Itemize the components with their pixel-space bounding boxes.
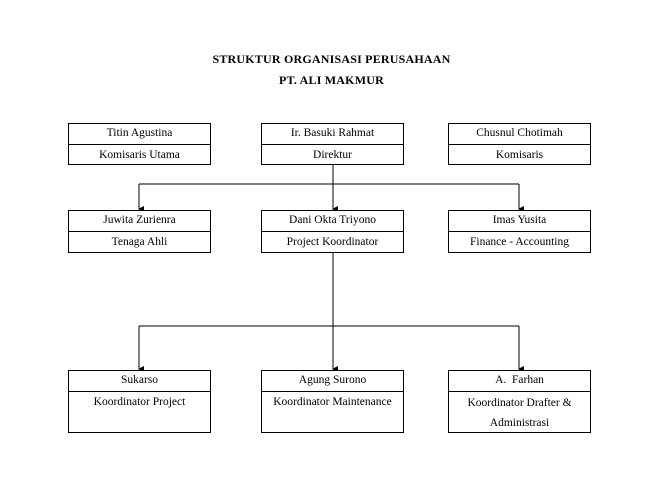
box-role: Koordinator Maintenance — [273, 396, 392, 408]
box-role: Finance - Accounting — [469, 236, 569, 248]
box-koordinator-drafter: A. Farhan Koordinator Drafter & Administ… — [448, 370, 591, 433]
box-role: Komisaris — [495, 149, 544, 161]
box-role: Koordinator Project — [93, 396, 186, 408]
box-tenaga-ahli: Juwita Zurienra Tenaga Ahli — [68, 210, 211, 253]
box-komisaris-utama: Titin Agustina Komisaris Utama — [68, 123, 211, 165]
box-role: Direktur — [313, 149, 352, 161]
company-name: PT. ALI MAKMUR — [279, 73, 384, 87]
box-komisaris: Chusnul Chotimah Komisaris — [448, 123, 591, 165]
box-name: A. Farhan — [449, 371, 590, 392]
box-direktur: Ir. Basuki Rahmat Direktur — [261, 123, 404, 165]
box-name: Imas Yusita — [449, 211, 590, 232]
box-name: Chusnul Chotimah — [449, 124, 590, 145]
box-role: Tenaga Ahli — [111, 236, 168, 248]
chart-title: STRUKTUR ORGANISASI PERUSAHAAN — [212, 52, 451, 66]
box-project-koordinator: Dani Okta Triyono Project Koordinator — [261, 210, 404, 253]
box-name: Titin Agustina — [69, 124, 210, 145]
box-role: Koordinator Drafter & Administrasi — [467, 397, 572, 429]
box-name: Agung Surono — [262, 371, 403, 392]
box-role: Komisaris Utama — [99, 149, 180, 161]
box-koordinator-maintenance: Agung Surono Koordinator Maintenance — [261, 370, 404, 433]
box-name: Dani Okta Triyono — [262, 211, 403, 232]
box-name: Juwita Zurienra — [69, 211, 210, 232]
box-name: Sukarso — [69, 371, 210, 392]
box-koordinator-project: Sukarso Koordinator Project — [68, 370, 211, 433]
box-name: Ir. Basuki Rahmat — [262, 124, 403, 145]
box-role: Project Koordinator — [286, 236, 379, 248]
box-finance-accounting: Imas Yusita Finance - Accounting — [448, 210, 591, 253]
